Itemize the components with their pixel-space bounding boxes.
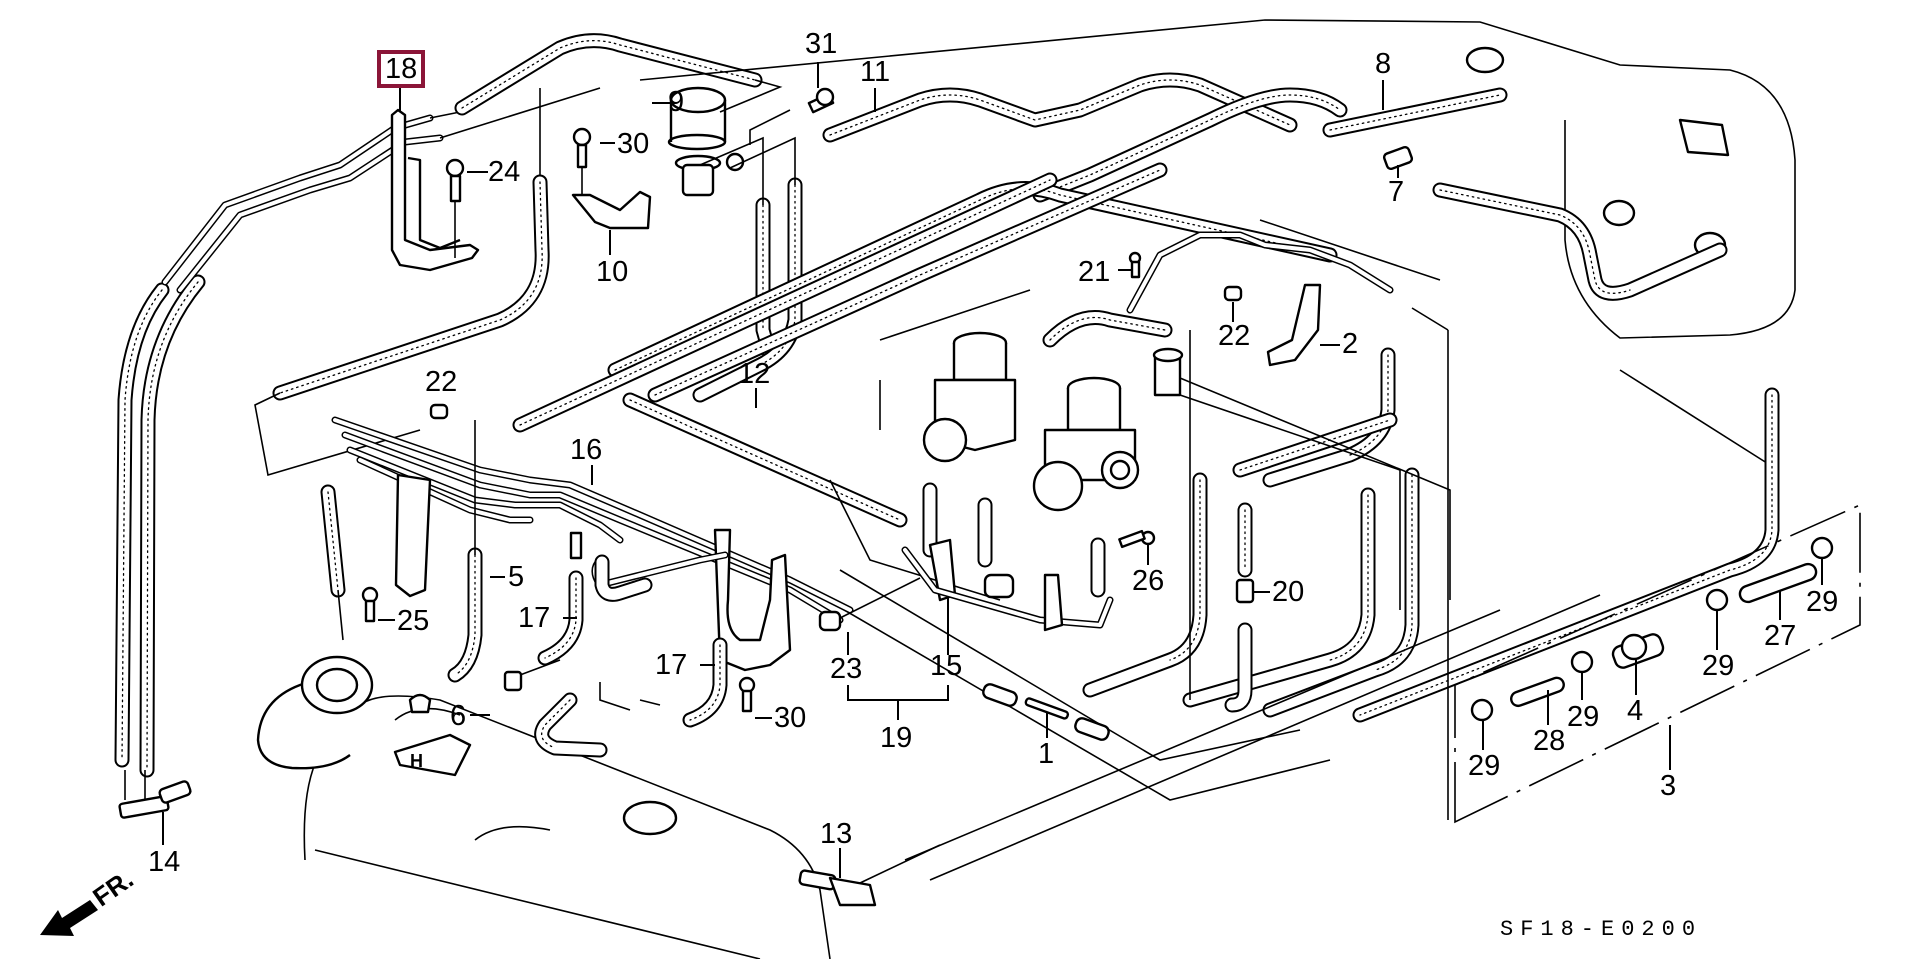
pipe-manifold-center [1126,231,1394,367]
callout-8[interactable]: 8 [1375,48,1392,80]
control-valve-assembly[interactable] [922,331,1184,512]
part-14-fitting[interactable] [118,770,192,819]
part-11-hose [822,72,1298,143]
part-25-bolt[interactable] [361,586,379,623]
part-30-bolt-lower[interactable] [738,676,756,713]
callout-6[interactable]: 6 [450,700,467,732]
callout-7[interactable]: 7 [1388,176,1405,208]
hose-center-cross [512,162,1338,528]
part-20-connector[interactable] [1235,578,1255,604]
callout-29-a[interactable]: 29 [1468,750,1501,782]
callout-29-b[interactable]: 29 [1567,701,1600,733]
callout-30-lower[interactable]: 30 [774,702,807,734]
part-16-tube-assembly[interactable] [331,416,854,672]
part-8-hose [1032,87,1508,203]
hose-left-pair [114,274,206,778]
callout-10[interactable]: 10 [596,256,629,288]
part-26-bolt[interactable] [1118,529,1156,549]
part-30-bolt-upper[interactable] [572,127,592,195]
part-17-hose-right [682,637,728,728]
callout-28[interactable]: 28 [1533,725,1566,757]
callout-3[interactable]: 3 [1660,770,1677,802]
callout-4[interactable]: 4 [1627,695,1644,727]
hose-vertical-left-center [254,174,550,477]
part-9-valve[interactable] [667,86,745,197]
canister-outline [639,19,1796,466]
callout-1[interactable]: 1 [1038,738,1055,770]
callout-14[interactable]: 14 [148,846,181,878]
callout-12[interactable]: 12 [738,358,771,390]
part-17-hose-left [537,531,584,666]
part-6-hose [408,659,661,758]
callout-16[interactable]: 16 [570,434,603,466]
part-3-kit-box [1454,503,1861,824]
hose-left-vertical [320,484,346,641]
hose-right-long [1352,307,1780,820]
callout-13[interactable]: 13 [820,818,853,850]
hose-top-arch [454,33,783,180]
callout-23[interactable]: 23 [830,653,863,685]
front-arrow-icon [40,900,98,936]
callout-11[interactable]: 11 [860,56,891,88]
part-21-bolt[interactable] [1128,251,1142,279]
part-7-connector[interactable] [1382,145,1728,301]
callout-27[interactable]: 27 [1764,620,1797,652]
outline-lines-middle [809,219,1601,881]
part-10-bracket[interactable] [571,190,652,230]
hose-small-loop [594,554,653,602]
callout-21[interactable]: 21 [1078,256,1111,288]
callout-9[interactable]: 9 [668,86,685,118]
part-23-clip[interactable] [818,577,921,632]
callout-22-left[interactable]: 22 [425,366,458,398]
hoses-center-vertical [922,310,1420,718]
part-24-bolt[interactable] [445,158,465,258]
callout-30-upper[interactable]: 30 [617,128,650,160]
engine-block: H [256,655,831,959]
callout-24[interactable]: 24 [488,156,521,188]
part-15-bracket[interactable] [901,538,1114,632]
callout-15[interactable]: 15 [930,650,963,682]
callout-31[interactable]: 31 [805,28,838,60]
part-31-bolt[interactable] [807,87,835,114]
callout-20[interactable]: 20 [1272,576,1305,608]
callout-19[interactable]: 19 [880,722,913,754]
callout-29-c[interactable]: 29 [1702,650,1735,682]
callout-17-left[interactable]: 17 [518,602,551,634]
kit-items[interactable] [1470,536,1834,722]
callout-5[interactable]: 5 [508,561,525,593]
callout-18[interactable]: 18 [377,50,426,88]
part-1-connector[interactable] [982,683,1111,742]
diagram-code: SF18-E0200 [1500,917,1703,942]
callout-2[interactable]: 2 [1342,328,1359,360]
honda-logo: H [410,751,423,771]
callout-25[interactable]: 25 [397,605,430,637]
part-5-hose [447,420,483,683]
callout-29-d[interactable]: 29 [1806,586,1839,618]
callout-leaders [162,62,1823,878]
callout-26[interactable]: 26 [1132,565,1165,597]
part-18-bracket[interactable] [390,108,480,272]
callout-17-right[interactable]: 17 [655,649,688,681]
part-13-fitting[interactable] [798,844,941,907]
part-22-fitting-left[interactable] [429,403,449,420]
callout-22-right[interactable]: 22 [1218,320,1251,352]
